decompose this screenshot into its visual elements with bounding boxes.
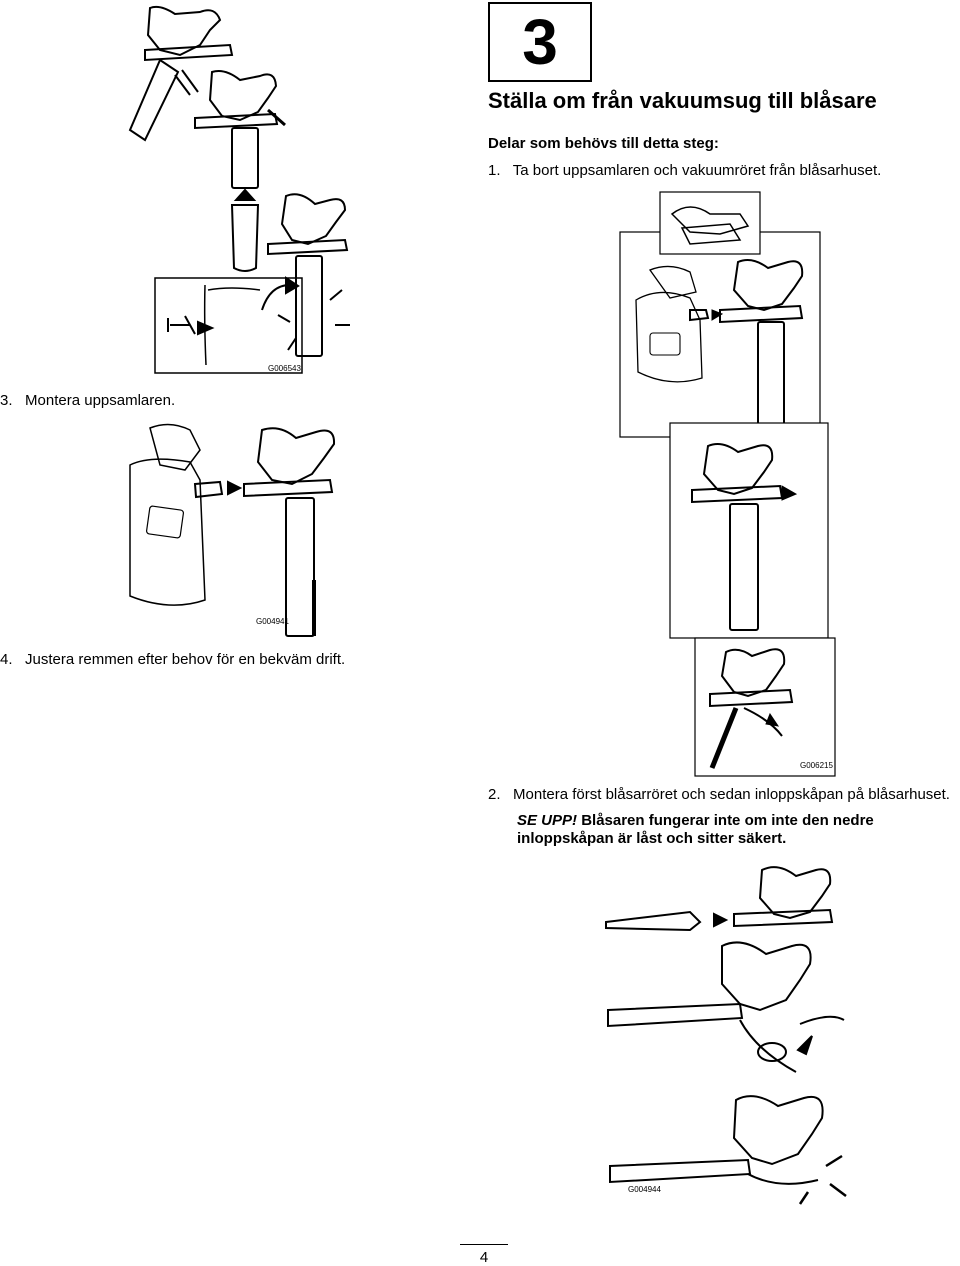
step-4-number: 4.: [0, 651, 13, 668]
figure-code-4: G004944: [628, 1185, 661, 1194]
instruction-step-4: 4. Justera remmen efter behov för en bek…: [0, 651, 345, 668]
figure-code-3: G006215: [800, 761, 833, 770]
step-1-text: Ta bort uppsamlaren och vakuumröret från…: [512, 162, 882, 179]
section-title: Ställa om från vakuumsug till blåsare: [488, 88, 877, 113]
instruction-step-2: 2. Montera först blåsarröret och sedan i…: [488, 786, 950, 803]
caution-line-1: Blåsaren fungerar inte om inte den nedre: [581, 812, 874, 829]
page-number: 4: [460, 1244, 508, 1266]
caution-line-2: inloppskåpan är låst och sitter säkert.: [517, 830, 787, 847]
step-number-box: 3: [488, 2, 592, 82]
caution-label: SE UPP!: [517, 812, 578, 829]
instruction-step-1: 1. Ta bort uppsamlaren och vakuumröret f…: [488, 162, 881, 179]
figure-mount-blower-tube: [605, 866, 847, 1205]
step-2-number: 2.: [488, 786, 501, 803]
instruction-step-3: 3. Montera uppsamlaren.: [0, 392, 175, 409]
figure-code-1: G006543: [268, 364, 301, 373]
figure-mount-collector-panels: [619, 191, 836, 777]
step-number: 3: [522, 6, 558, 78]
step-2-text: Montera först blåsarröret och sedan inlo…: [513, 786, 950, 803]
step-3-text: Montera uppsamlaren.: [25, 392, 176, 409]
caution-note: SE UPP! Blåsaren fungerar inte om inte d…: [517, 812, 874, 848]
figure-remove-vacuum-tube: [128, 5, 350, 374]
figure-code-2: G004941: [256, 617, 289, 626]
step-3-number: 3.: [0, 392, 13, 409]
step-1-number: 1.: [488, 162, 501, 179]
parts-heading: Delar som behövs till detta steg:: [488, 135, 719, 152]
step-4-text: Justera remmen efter behov för en bekväm…: [25, 651, 346, 668]
figure-mount-collector: [129, 423, 336, 637]
